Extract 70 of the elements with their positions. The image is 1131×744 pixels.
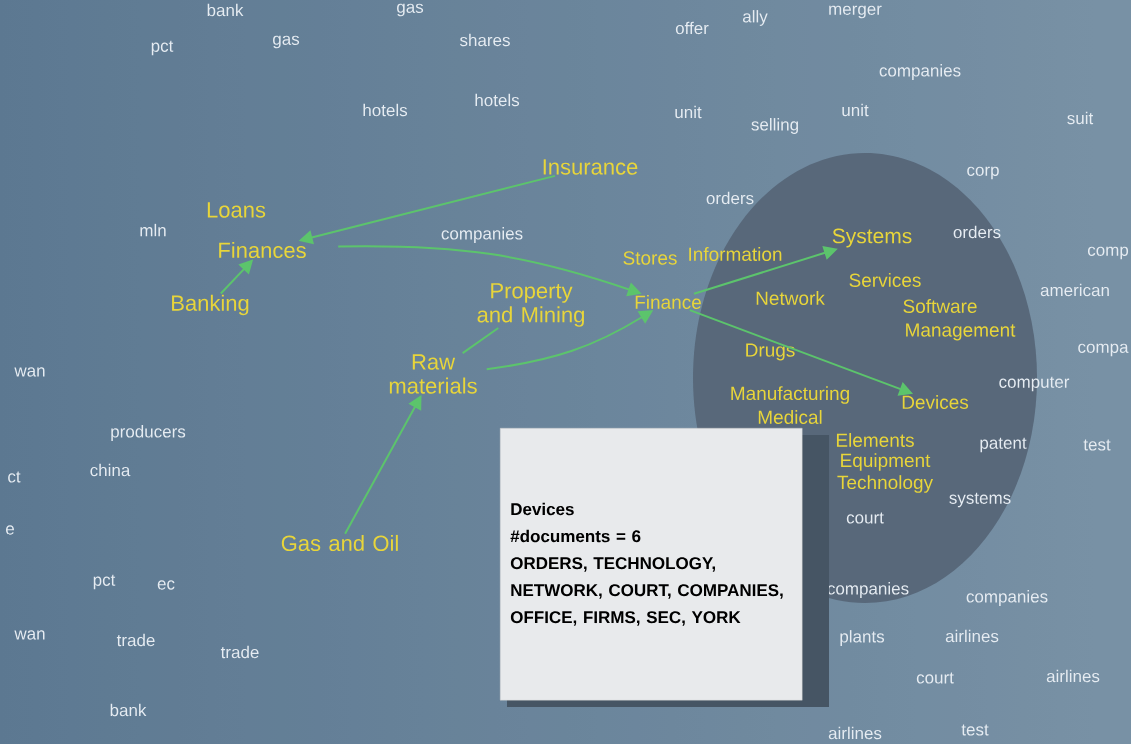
word: compa <box>1078 343 1129 357</box>
topic-label: Banking <box>172 294 249 316</box>
word: test <box>961 724 989 736</box>
topic-label: Raw materials <box>389 354 477 394</box>
topic-label: Finance <box>635 295 701 309</box>
topic-label: Manufacturing <box>731 386 849 404</box>
topic-label: Services <box>849 273 921 287</box>
word: companies <box>966 590 1048 606</box>
word: airlines <box>828 726 882 740</box>
word: wan <box>14 367 45 377</box>
word: selling <box>751 118 798 134</box>
word: comp <box>1087 246 1129 260</box>
topic-label: Management <box>906 323 1016 341</box>
topic-label: Loans <box>207 202 266 218</box>
word: airlines <box>945 629 999 643</box>
word: shares <box>459 33 510 47</box>
word: wan <box>14 630 45 640</box>
word: american <box>1040 283 1109 297</box>
topic-label: Finances <box>219 241 306 259</box>
topic-label: Technology <box>837 475 934 493</box>
word: orders <box>706 191 754 205</box>
topic-label: Property and Mining <box>477 283 584 327</box>
word: gas <box>397 3 424 17</box>
word: offer <box>675 21 709 35</box>
word: ally <box>743 10 768 26</box>
word: bank <box>207 3 244 17</box>
word: gas <box>273 35 300 49</box>
word: test <box>1083 439 1111 451</box>
topic-label: Gas and Oil <box>281 534 398 552</box>
word: computer <box>999 376 1070 392</box>
word: hotels <box>363 103 408 117</box>
word: patent <box>980 437 1027 453</box>
word: suit <box>1067 111 1094 125</box>
word: pct <box>151 40 174 56</box>
topic-label: Insurance <box>543 159 638 175</box>
topic-label: Medical <box>758 410 822 424</box>
word: ec <box>157 580 175 590</box>
topic-label: Stores <box>623 251 677 265</box>
word: court <box>916 672 954 684</box>
word: companies <box>827 582 909 598</box>
word: trade <box>220 645 259 659</box>
word: mln <box>140 223 166 237</box>
topic-label: Drugs <box>746 343 795 361</box>
word: producers <box>111 425 186 441</box>
word: airlines <box>1046 669 1100 683</box>
word: court <box>846 512 884 524</box>
word: orders <box>953 225 1001 239</box>
topic-label: Elements <box>836 433 914 447</box>
topic-label: Software <box>903 299 977 313</box>
word: hotels <box>475 93 520 107</box>
topic-label: Equipment <box>841 453 931 471</box>
word: systems <box>949 492 1011 508</box>
word: unit <box>675 105 702 119</box>
topic-label: Systems <box>832 228 912 248</box>
word: merger <box>829 5 882 19</box>
word: bank <box>110 703 147 717</box>
word: unit <box>842 103 869 117</box>
word: plants <box>840 630 885 646</box>
word: corp <box>967 166 999 180</box>
word: pct <box>93 574 116 590</box>
tooltip-box: Devices #documents = 6 ORDERS, TECHNOLOGY, NETWORK, COURT, COMPANIES, OFFICE, FIRMS, SEC, YORK <box>500 428 803 701</box>
word: companies <box>441 227 523 243</box>
topic-label: Information <box>689 247 782 261</box>
topic-label: Network <box>756 291 825 305</box>
word: ct <box>8 471 21 483</box>
word: companies <box>879 64 961 80</box>
word: e <box>6 525 14 535</box>
topic-label: Devices <box>902 395 969 409</box>
word: china <box>90 463 131 477</box>
word: trade <box>116 633 155 647</box>
